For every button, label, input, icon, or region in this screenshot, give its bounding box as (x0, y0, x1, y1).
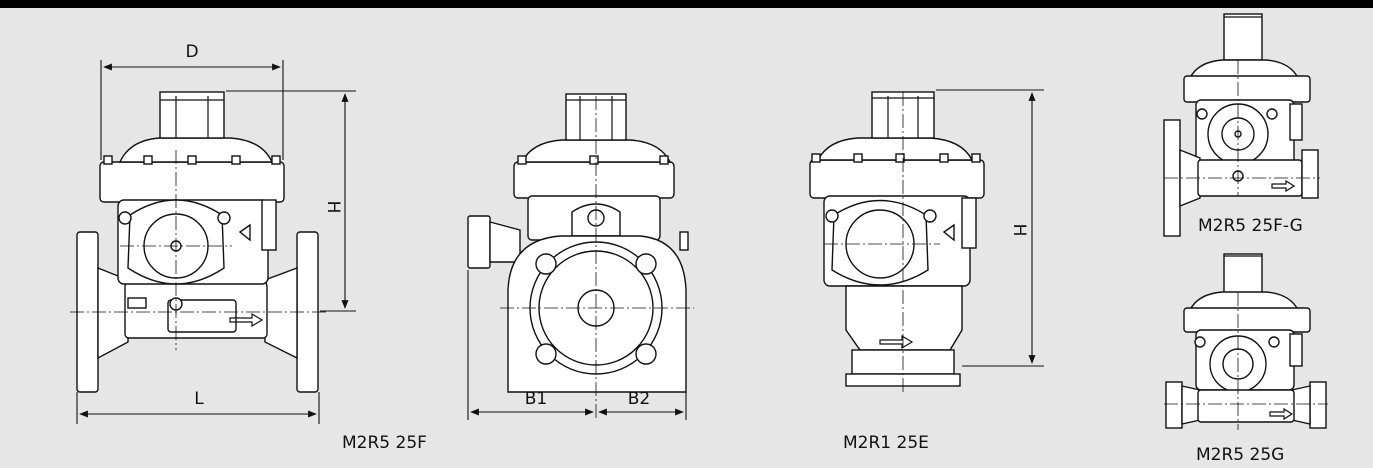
dimension-d (100, 60, 284, 160)
dimension-b1-b2 (467, 270, 687, 420)
dimension-label-l: L (194, 389, 204, 409)
dimension-label-h-left: H (323, 201, 343, 214)
dimension-h-left (226, 90, 356, 312)
dimension-label-d: D (185, 42, 198, 62)
dimension-label-b1: B1 (525, 389, 547, 409)
caption-m2r5-25f-g: M2R5 25F-G (1198, 216, 1303, 236)
top-bar (0, 0, 1373, 8)
regulator-side-view-drawing (467, 93, 694, 420)
caption-m2r5-25f: M2R5 25F (342, 433, 427, 453)
regulator-25fg-drawing (1163, 13, 1320, 237)
dimension-label-b2: B2 (628, 389, 650, 409)
regulator-25f-drawing (70, 91, 326, 393)
dimension-label-h-right: H (1009, 224, 1029, 237)
dimension-h-right (936, 89, 1044, 367)
regulator-25g-drawing (1164, 253, 1328, 430)
dimension-l (76, 392, 320, 424)
caption-m2r1-25e: M2R1 25E (843, 433, 929, 453)
caption-m2r5-25g: M2R5 25G (1196, 445, 1284, 465)
regulator-25e-drawing (809, 91, 985, 392)
